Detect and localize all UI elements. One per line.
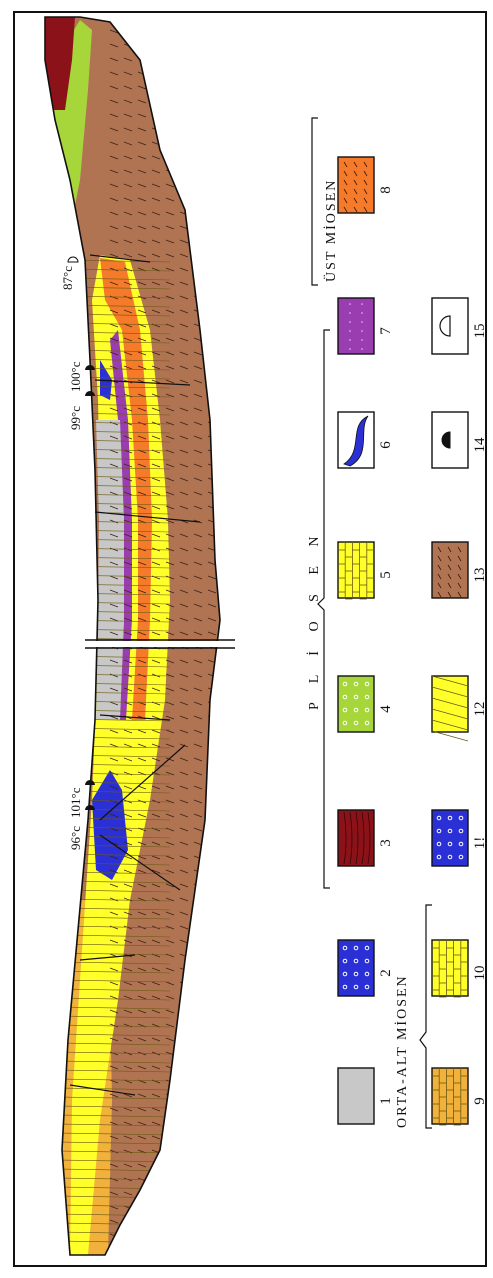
legend-item-4: 4 [337,675,394,733]
hot-spring-99-icon [85,391,95,396]
legend-item-11: 1! [431,809,488,867]
legend-item-13: 13 [431,541,488,599]
legend-item-10: 10 [431,939,488,998]
legend-number-8: 8 [378,186,394,194]
spring-symbols [67,256,95,810]
hot-spring-101-icon [85,780,95,785]
legend-item-5: 5 [337,541,394,600]
brace-pliosen [317,329,330,889]
temp-99: 99°c [68,406,83,430]
legend-item-7: 7 [337,297,394,355]
hot-spring-100-icon [85,365,95,370]
legend-swatch-7 [337,297,375,355]
temp-101: 101°c [68,787,83,818]
legend-item-1: 1 [337,1067,394,1125]
legend-item-9: 9 [431,1067,488,1126]
legend-swatch-1 [337,1067,375,1125]
legend-item-14: 14 [431,411,488,469]
legend-number-11: 1! [472,837,488,850]
unit11-blue-pocket [92,770,128,880]
unit7-purple-layer [110,330,132,720]
legend-number-9: 9 [472,1097,488,1105]
legend-number-14: 14 [472,437,488,453]
legend-number-1: 1 [378,1097,394,1105]
legend-item-8: 8 [337,156,394,214]
temp-100: 100°c [68,361,83,392]
hot-spring-87-icon [67,256,79,263]
legend-item-6: 6 [337,411,394,469]
legend-swatch-5 [337,541,375,599]
legend-item-3: 3 [337,809,394,867]
faults [69,254,201,1096]
legend-swatch-8 [337,156,375,214]
legend-number-3: 3 [378,839,394,847]
legend-swatch-13 [431,541,469,599]
legend-number-6: 6 [378,441,394,449]
temp-96: 96°c [68,826,83,850]
legend-number-5: 5 [378,571,394,579]
legend-group-orta-alt-miosen: ORTA-ALT MİOSEN [394,974,410,1128]
hot-spring-96-icon [85,805,95,810]
legend-swatch-10 [431,939,469,997]
legend-item-12: 12 [431,675,488,742]
legend-number-4: 4 [378,705,394,713]
legend-swatch-12 [431,675,469,733]
legend: ÜST MİOSEN P L İ O S E N ORTA-ALT MİOSEN… [306,117,488,1129]
legend-number-13: 13 [472,568,488,583]
legend-number-12: 12 [472,702,488,717]
brace-orta-alt [419,904,432,1129]
temp-87: 87°c [60,266,75,290]
legend-group-ust-miosen: ÜST MİOSEN [322,179,339,282]
legend-number-15: 15 [472,324,488,339]
legend-item-15: 15 [431,297,488,355]
outer-border [13,11,487,1267]
legend-swatch-3 [337,809,375,867]
legend-swatch-9 [431,1067,469,1125]
brace-ust-miosen [311,117,318,286]
legend-item-2: 2 [337,939,394,997]
legend-group-pliosen: P L İ O S E N [306,528,322,710]
legend-number-10: 10 [472,966,488,981]
unit3-maroon-layer [45,17,75,110]
legend-number-2: 2 [378,969,394,977]
legend-number-7: 7 [378,327,394,335]
